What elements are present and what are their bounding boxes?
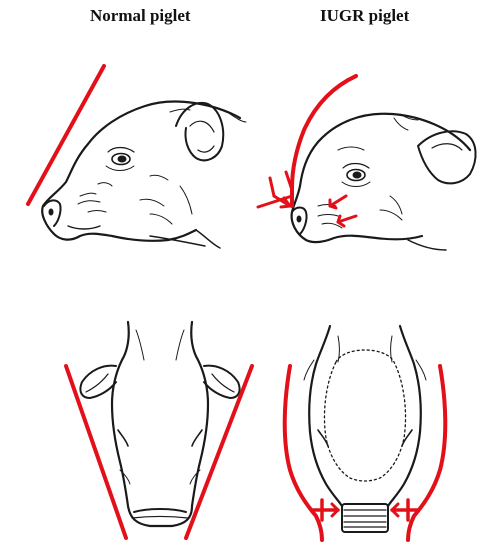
iugr-front-head-curves xyxy=(285,366,446,540)
normal-piglet-front-view xyxy=(80,322,239,526)
iugr-piglet-side-view xyxy=(292,114,476,250)
iugr-side-wrinkle-arrows xyxy=(274,196,356,226)
iugr-side-forehead-curve xyxy=(258,76,356,207)
normal-front-taper-lines xyxy=(66,366,252,538)
